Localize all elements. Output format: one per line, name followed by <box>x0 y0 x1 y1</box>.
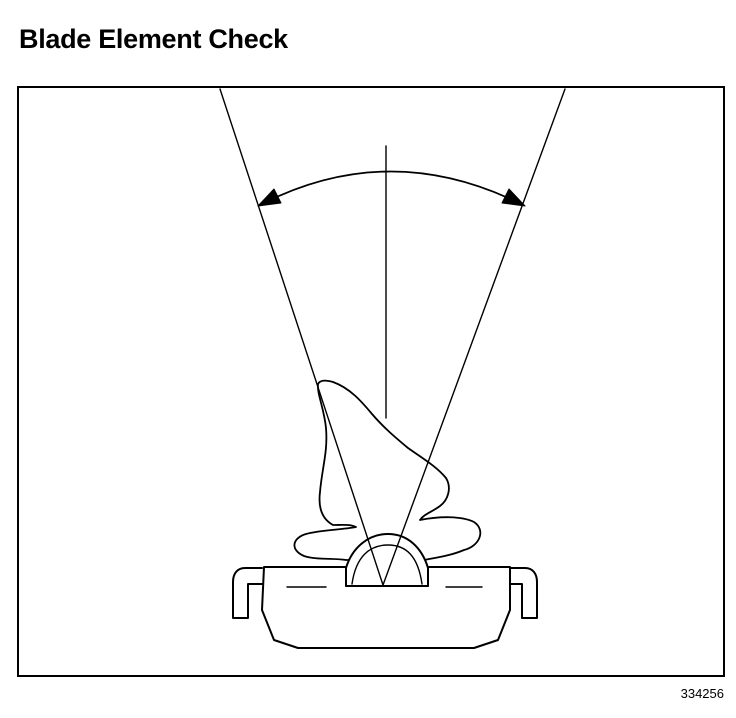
angle-arc <box>263 170 520 204</box>
page-title: Blade Element Check <box>19 24 288 54</box>
angle-arrow-right <box>501 188 526 207</box>
blade-holder-cap-inner <box>351 544 423 585</box>
figure-frame <box>17 86 725 677</box>
angle-arrow-left <box>257 188 282 207</box>
blade-carrier-body <box>261 566 511 649</box>
left-clip <box>232 567 263 619</box>
blade-holder-cap <box>345 533 429 587</box>
angle-line-right <box>382 88 566 586</box>
angle-line-left <box>219 88 384 586</box>
right-clip <box>509 567 538 619</box>
figure-number: 334256 <box>680 686 724 701</box>
blade-element <box>293 379 482 561</box>
